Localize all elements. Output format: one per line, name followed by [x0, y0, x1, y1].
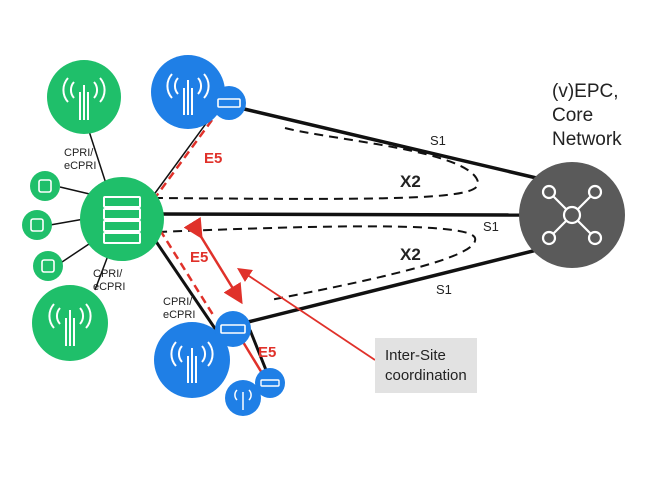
- x2-label-bottom: X2: [400, 245, 421, 264]
- cpri-label-top-left-line-2: eCPRI: [64, 159, 97, 172]
- core-title-line-3: Network: [552, 128, 622, 150]
- blue-site-top: [151, 55, 246, 129]
- core-title-line-1: (v)EPC,: [552, 81, 619, 102]
- e5-arrow-double: [183, 216, 243, 305]
- s1-link-bottom: [247, 246, 546, 324]
- green-small-cell-3: [33, 251, 63, 281]
- s1-label-middle: S1: [483, 219, 499, 234]
- baseband-hub: [80, 177, 164, 261]
- cpri-label-bottom-center-line-1: CPRI/: [163, 296, 193, 308]
- cpri-label-top-left-line-1: CPRI/: [64, 147, 94, 159]
- x2-loop-top: [157, 127, 480, 200]
- callout-arrow: [237, 268, 376, 361]
- green-small-cell-2: [22, 210, 52, 240]
- e5-middle-dashed: [158, 229, 217, 319]
- x2-loop-bottom: [157, 225, 477, 301]
- e5-label-lower: E5: [258, 344, 277, 361]
- cpri-label-bottom-center-line-2: eCPRI: [163, 308, 196, 321]
- cpri-label-bottom-center: CPRI/ eCPRI: [163, 296, 195, 321]
- inter-site-callout: Inter-Site coordination: [375, 338, 477, 393]
- s1-link-top: [239, 106, 546, 182]
- s1-link-middle: [154, 212, 526, 217]
- e5-label-upper: E5: [204, 150, 223, 167]
- e5-label-middle: E5: [190, 249, 209, 266]
- x2-dashed-loops: [157, 127, 480, 301]
- callout-line-1: Inter-Site: [385, 347, 446, 364]
- e5-upper-dashed: [150, 119, 214, 203]
- cpri-label-bottom-left-line-2: eCPRI: [93, 280, 126, 293]
- x2-label-top: X2: [400, 172, 421, 191]
- blue-site-small: [225, 368, 285, 416]
- s1-label-bottom: S1: [436, 282, 452, 297]
- cpri-label-bottom-left-line-1: CPRI/: [93, 268, 123, 280]
- green-radio-bottom: [32, 285, 108, 361]
- green-small-cell-1: [30, 171, 60, 201]
- core-network-node: [519, 162, 625, 268]
- s1-links: [154, 106, 546, 324]
- cpri-label-top-left: CPRI/ eCPRI: [64, 147, 96, 172]
- cpri-label-bottom-left: CPRI/ eCPRI: [93, 268, 125, 293]
- blue-site-bottom: [154, 311, 251, 398]
- ru-link-small: [248, 329, 270, 376]
- core-title: (v)EPC, Core Network: [552, 80, 622, 151]
- core-title-line-2: Core: [552, 104, 594, 126]
- s1-label-top: S1: [430, 133, 446, 148]
- callout-line-2: coordination: [385, 366, 467, 384]
- green-radio-top: [47, 60, 121, 134]
